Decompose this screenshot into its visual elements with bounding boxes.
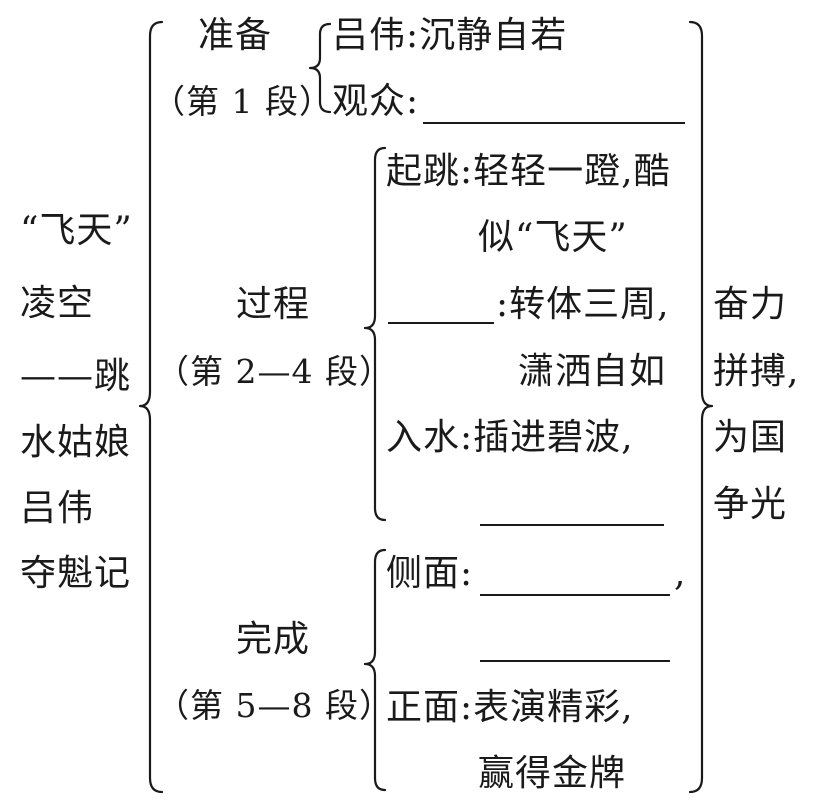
theme-line-3: 为国 [713,417,788,458]
process-spin-line-2: 潇洒自如 [518,351,667,392]
section-prep-name: 准备 [198,15,273,56]
right-main-brace [688,20,714,794]
title-line-2: 凌空 [20,283,95,324]
title-line-4: 水姑娘 [20,422,132,463]
prep-lvwei: 吕伟:沉静自若 [332,15,568,56]
left-main-brace [138,20,164,794]
process-spin-line-1: :转体三周, [496,284,670,325]
finish-side-blank-1 [480,594,670,596]
prep-brace [308,22,332,114]
section-process-range: （第 2—4 段） [156,352,393,391]
finish-brace [363,548,387,792]
title-line-5: 吕伟 [20,488,95,529]
theme-line-4: 争光 [713,484,788,525]
process-brace [363,146,387,522]
prep-audience-label: 观众: [332,81,420,122]
finish-front-line-2: 赢得金牌 [478,753,627,794]
section-prep-range: （第 1 段） [152,82,333,121]
finish-front-line-1: 正面:表演精彩, [386,687,634,728]
section-process-name: 过程 [236,284,311,325]
process-spin-blank [388,322,494,324]
theme-line-2: 拼搏, [713,351,800,392]
section-finish-name: 完成 [236,619,311,660]
process-entry-line: 入水:插进碧波, [386,417,634,458]
process-takeoff-line-2: 似“飞天” [478,217,628,258]
title-line-3: ——跳 [20,356,132,397]
finish-side-label: 侧面: [386,553,474,594]
prep-audience-blank [423,122,685,124]
theme-line-1: 奋力 [713,284,788,325]
finish-side-comma: , [674,553,687,594]
process-entry-blank [480,524,664,526]
section-finish-range: （第 5—8 段） [156,686,393,725]
title-line-1: “飞天” [20,210,133,251]
finish-side-blank-2 [480,660,670,662]
title-line-6: 夺魁记 [20,553,132,594]
process-takeoff-line-1: 起跳:轻轻一蹬,酷 [386,151,671,192]
